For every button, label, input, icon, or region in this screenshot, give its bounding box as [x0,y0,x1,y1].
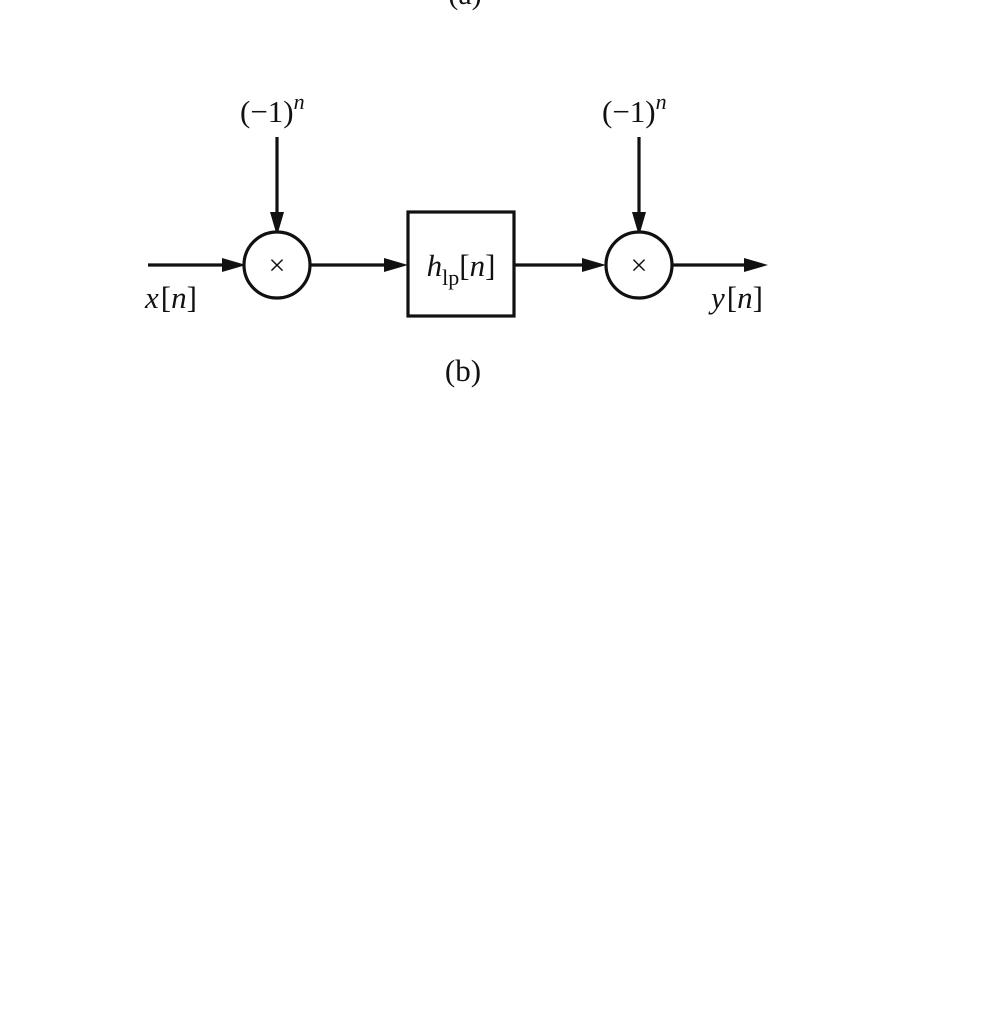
top-caption-partial: (a) [448,0,481,11]
modulator-left-label: (−1)n [240,89,305,129]
input-close: ] [187,280,197,315]
input-label: x[n] [144,280,197,315]
filter-arg: n [470,248,486,283]
multiplier-right-symbol: × [631,249,648,282]
figure-caption: (b) [445,353,481,388]
input-arrowhead [222,258,246,272]
lowpass-filter-label: hlp[n] [427,248,496,290]
output-var: y [708,280,725,315]
input-arg: n [171,280,187,315]
wire-multiplier-to-filter-arrowhead [384,258,408,272]
output-arrowhead [744,258,768,272]
filter-main: h [427,248,443,283]
output-label: y[n] [708,280,763,315]
output-close: ] [753,280,763,315]
output-open: [ [727,280,737,315]
wire-filter-to-multiplier-arrowhead [582,258,606,272]
modulator-right-base: (−1) [602,94,656,129]
modulator-left-exponent: n [294,89,305,114]
modulator-left-arrowhead [270,212,284,236]
output-arg: n [737,280,753,315]
input-var: x [144,280,159,315]
filter-arg-open: [ [459,248,469,283]
modulator-left-base: (−1) [240,94,294,129]
modulator-right-exponent: n [656,89,667,114]
filter-subscript: lp [442,265,459,290]
modulator-right-arrowhead [632,212,646,236]
multiplier-left-symbol: × [269,249,286,282]
modulator-right-label: (−1)n [602,89,667,129]
input-open: [ [161,280,171,315]
filter-arg-close: ] [485,248,495,283]
